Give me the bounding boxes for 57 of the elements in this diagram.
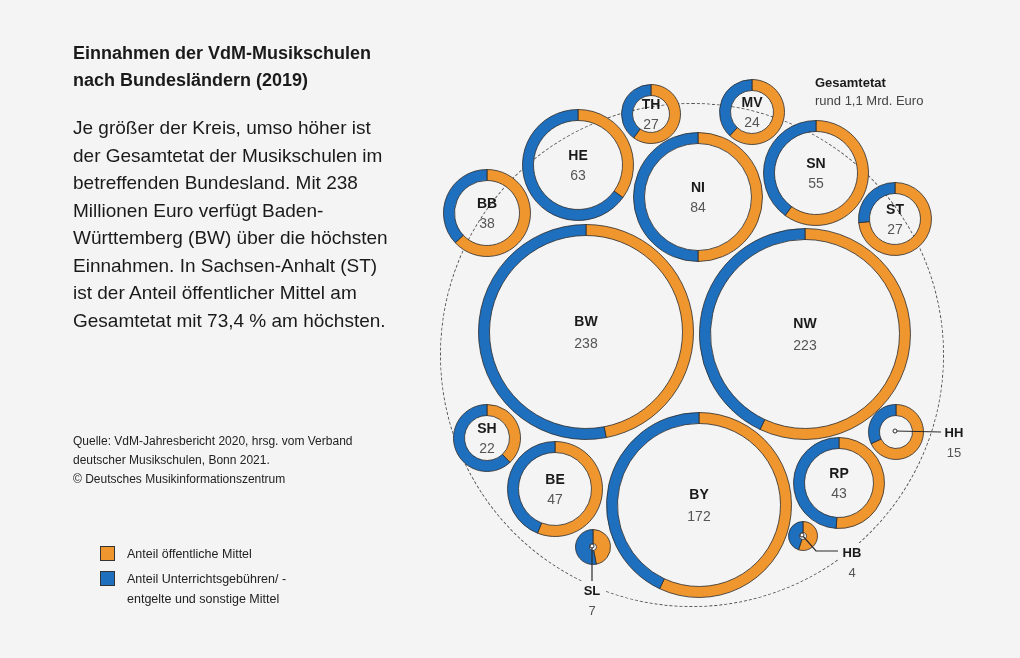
donut-ring [719, 79, 785, 145]
budget-value: 7 [588, 602, 596, 620]
region-code: ST [886, 200, 904, 219]
donut-ring [443, 169, 531, 257]
region-code: SH [477, 419, 497, 438]
donut-ring [606, 412, 792, 598]
description-text: Je größer der Kreis, umso höher ist der Gesamtetat der Musikschulen im betreffenden Bundesland. Mit 238 Millionen Euro verfügt Baden-Württemberg (BW) über die höchsten Einnahmen. In Sachsen-Anhalt (ST) ist der Anteil öffentlicher Mittel am Gesamtetat mit 73,4 % am höchsten. [73, 116, 389, 333]
donut-ring [453, 404, 521, 472]
leader-line [799, 532, 839, 552]
budget-value: 24 [744, 113, 760, 132]
leader-line [589, 543, 595, 582]
donut-ring [868, 404, 924, 460]
donut-ring [633, 132, 763, 262]
region-code: BB [476, 194, 498, 213]
legend-text: Anteil Unterrichtsgebühren/ -entgelte und sonstige Mittel [127, 571, 288, 608]
legend-text: Anteil öffentliche Mittel [127, 546, 253, 563]
region-code: NI [691, 178, 705, 197]
budget-value: 22 [479, 439, 495, 458]
budget-value: 38 [479, 214, 495, 233]
budget-value: 47 [547, 490, 563, 509]
budget-value: 63 [570, 166, 586, 185]
budget-value: 4 [848, 564, 856, 582]
budget-value: 55 [808, 174, 824, 193]
total-value: rund 1,1 Mrd. Euro [815, 92, 924, 110]
budget-value: 15 [946, 444, 962, 462]
donut-ring [621, 84, 681, 144]
donut-ring [522, 109, 634, 221]
donut-ring [858, 182, 932, 256]
region-code: SN [806, 154, 826, 173]
source-note: Quelle: VdM-Jahresbericht 2020, hrsg. vom Verband deutscher Musikschulen, Bonn 2021. [73, 433, 354, 469]
budget-value: 27 [887, 220, 903, 239]
pie-chart [575, 529, 611, 565]
budget-value: 238 [574, 334, 598, 353]
budget-value: 27 [643, 115, 659, 134]
budget-value: 172 [687, 507, 711, 526]
region-code: RP [829, 464, 849, 483]
region-code: BY [689, 485, 709, 504]
region-code: HH [944, 424, 964, 442]
copyright-note: © Deutsches Musikinformationszentrum [73, 471, 287, 488]
region-code: HE [568, 146, 588, 165]
donut-ring [763, 120, 869, 226]
region-code: MV [741, 93, 763, 112]
pie-chart [788, 521, 818, 551]
region-code: NW [793, 314, 817, 333]
title: Einnahmen der VdM-Musikschulen nach Bundesländern (2019) [73, 42, 373, 92]
leader-line [892, 428, 942, 434]
region-code: HB [842, 544, 862, 562]
budget-value: 223 [793, 336, 817, 355]
region-code: BW [574, 312, 598, 331]
donut-ring [793, 437, 885, 529]
region-code: SL [583, 582, 601, 600]
budget-value: 43 [831, 484, 847, 503]
donut-ring [507, 441, 603, 537]
budget-value: 84 [690, 198, 706, 217]
region-code: TH [641, 95, 661, 114]
region-code: BE [545, 470, 565, 489]
total-label: Gesamtetat [815, 74, 887, 92]
